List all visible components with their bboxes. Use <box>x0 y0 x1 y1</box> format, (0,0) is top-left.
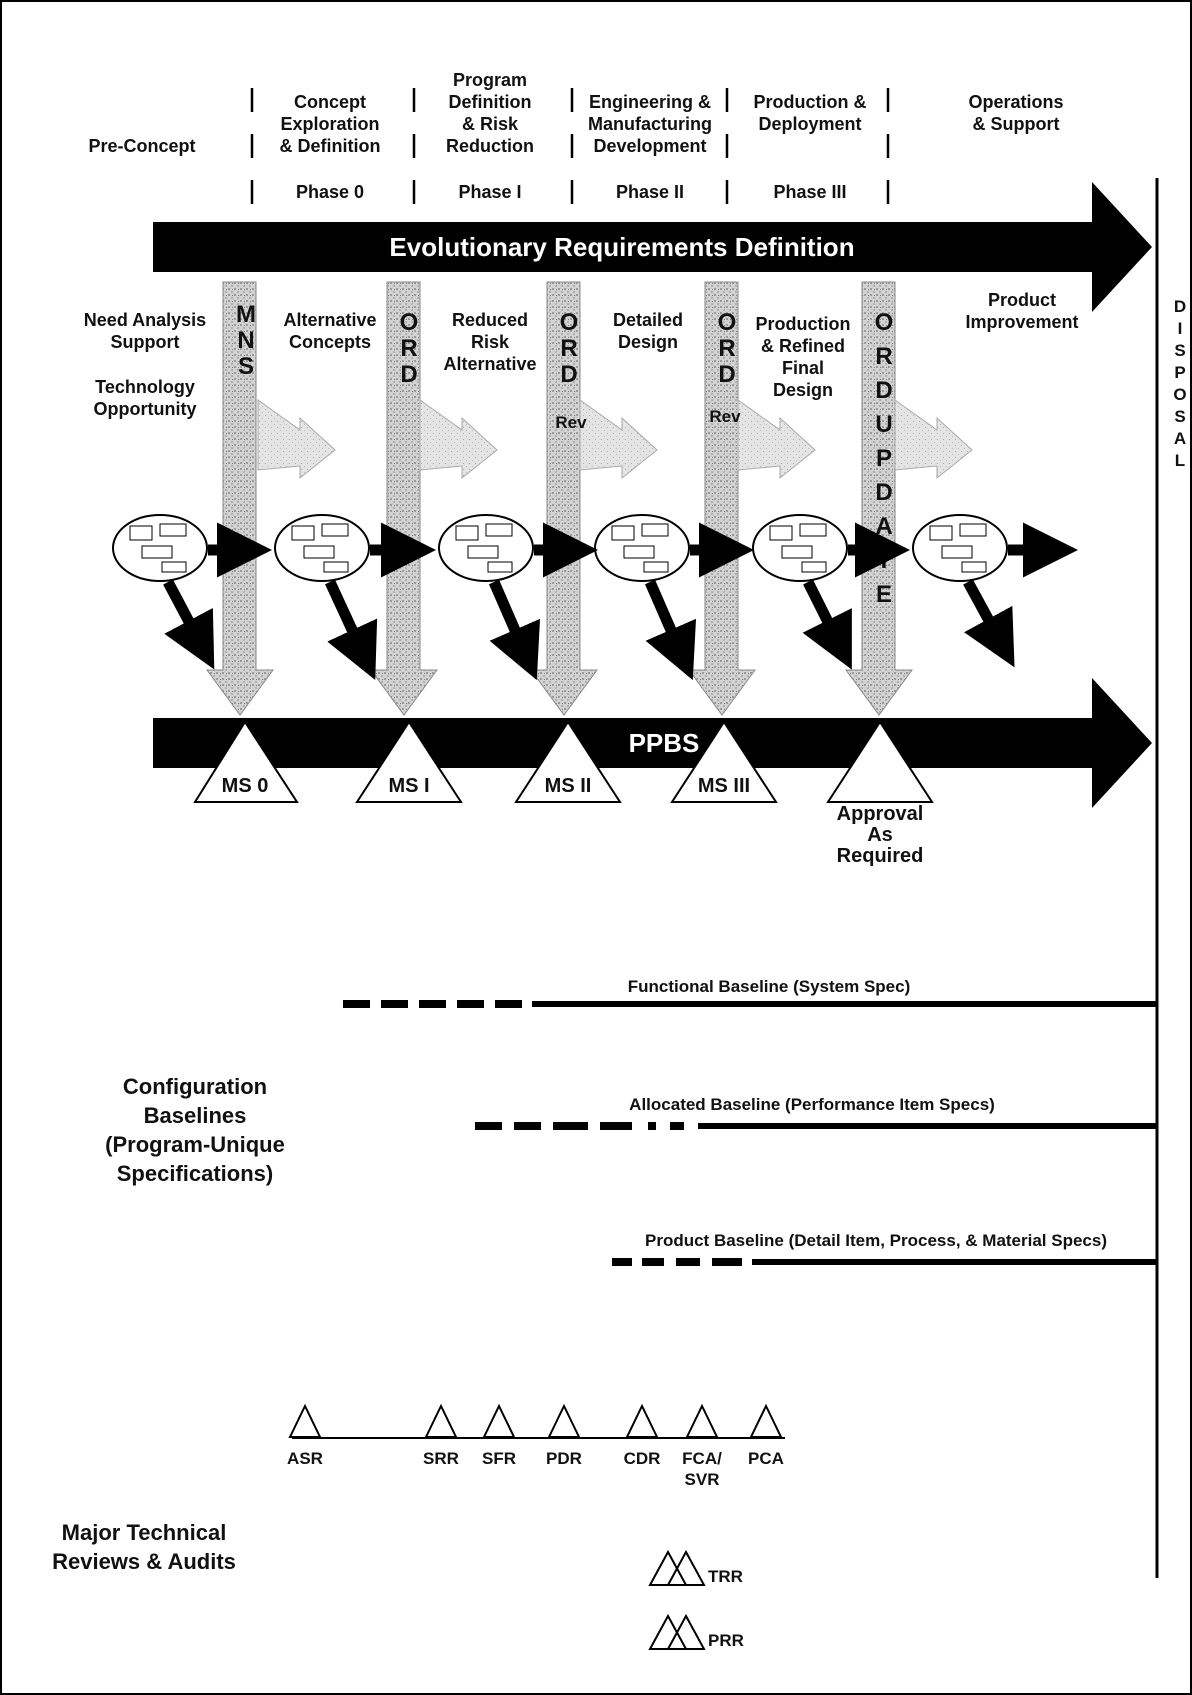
review-cdr: CDR <box>624 1449 661 1468</box>
flow-arrows-diagonal <box>163 579 1015 681</box>
review-sfr: SFR <box>482 1449 516 1468</box>
product-baseline-label: Product Baseline (Detail Item, Process, … <box>645 1231 1107 1250</box>
ord-down-arrow-3 <box>688 281 756 716</box>
milestone-ms2: MS II <box>545 775 592 797</box>
process-oval-6 <box>912 514 1008 582</box>
milestone-ms3: MS III <box>698 775 750 797</box>
review-srr: SRR <box>423 1449 459 1468</box>
process-oval-4 <box>594 514 690 582</box>
process-oval-5 <box>752 514 848 582</box>
header-production-deployment: Production &Deployment <box>754 92 867 134</box>
milestone-triangles <box>193 720 934 803</box>
phase-1-label: Phase I <box>458 182 521 202</box>
review-prr: PRR <box>708 1631 744 1650</box>
milestone-ms1: MS I <box>388 775 429 797</box>
header-operations-support: Operations& Support <box>968 92 1063 134</box>
evolutionary-requirements-banner <box>153 182 1152 312</box>
ord-update-down-arrow <box>845 281 913 716</box>
phase-separators <box>250 88 890 204</box>
phase-0-label: Phase 0 <box>296 182 364 202</box>
process-oval-2 <box>274 514 370 582</box>
banner-top-text: Evolutionary Requirements Definition <box>389 232 854 262</box>
phase-2-label: Phase II <box>616 182 684 202</box>
allocated-baseline-label: Allocated Baseline (Performance Item Spe… <box>629 1095 995 1114</box>
milestone-ms0: MS 0 <box>222 775 269 797</box>
ord-down-arrow-1 <box>370 281 438 716</box>
phase-3-label: Phase III <box>773 182 846 202</box>
process-oval-3 <box>438 514 534 582</box>
review-pca: PCA <box>748 1449 784 1468</box>
review-pdr: PDR <box>546 1449 582 1468</box>
diagonal-flows <box>257 399 973 480</box>
rev-label-2: Rev <box>709 407 741 426</box>
mns-down-arrow <box>206 281 274 716</box>
requirement-down-arrows <box>206 281 913 716</box>
review-trr: TRR <box>708 1567 743 1586</box>
header-pre-concept: Pre-Concept <box>88 136 195 156</box>
review-triangles <box>288 1403 783 1438</box>
rev-label-1: Rev <box>555 413 587 432</box>
ord-down-arrow-2 <box>530 281 598 716</box>
process-ovals <box>112 514 1008 582</box>
review-asr: ASR <box>287 1449 323 1468</box>
trr-double-triangle <box>648 1549 706 1586</box>
ppbs-banner <box>153 678 1152 808</box>
prr-double-triangle <box>648 1613 706 1650</box>
review-fca-svr: FCA/SVR <box>682 1449 722 1489</box>
process-oval-1 <box>112 514 208 582</box>
banner-bottom-text: PPBS <box>629 728 700 758</box>
functional-baseline-label: Functional Baseline (System Spec) <box>628 977 910 996</box>
